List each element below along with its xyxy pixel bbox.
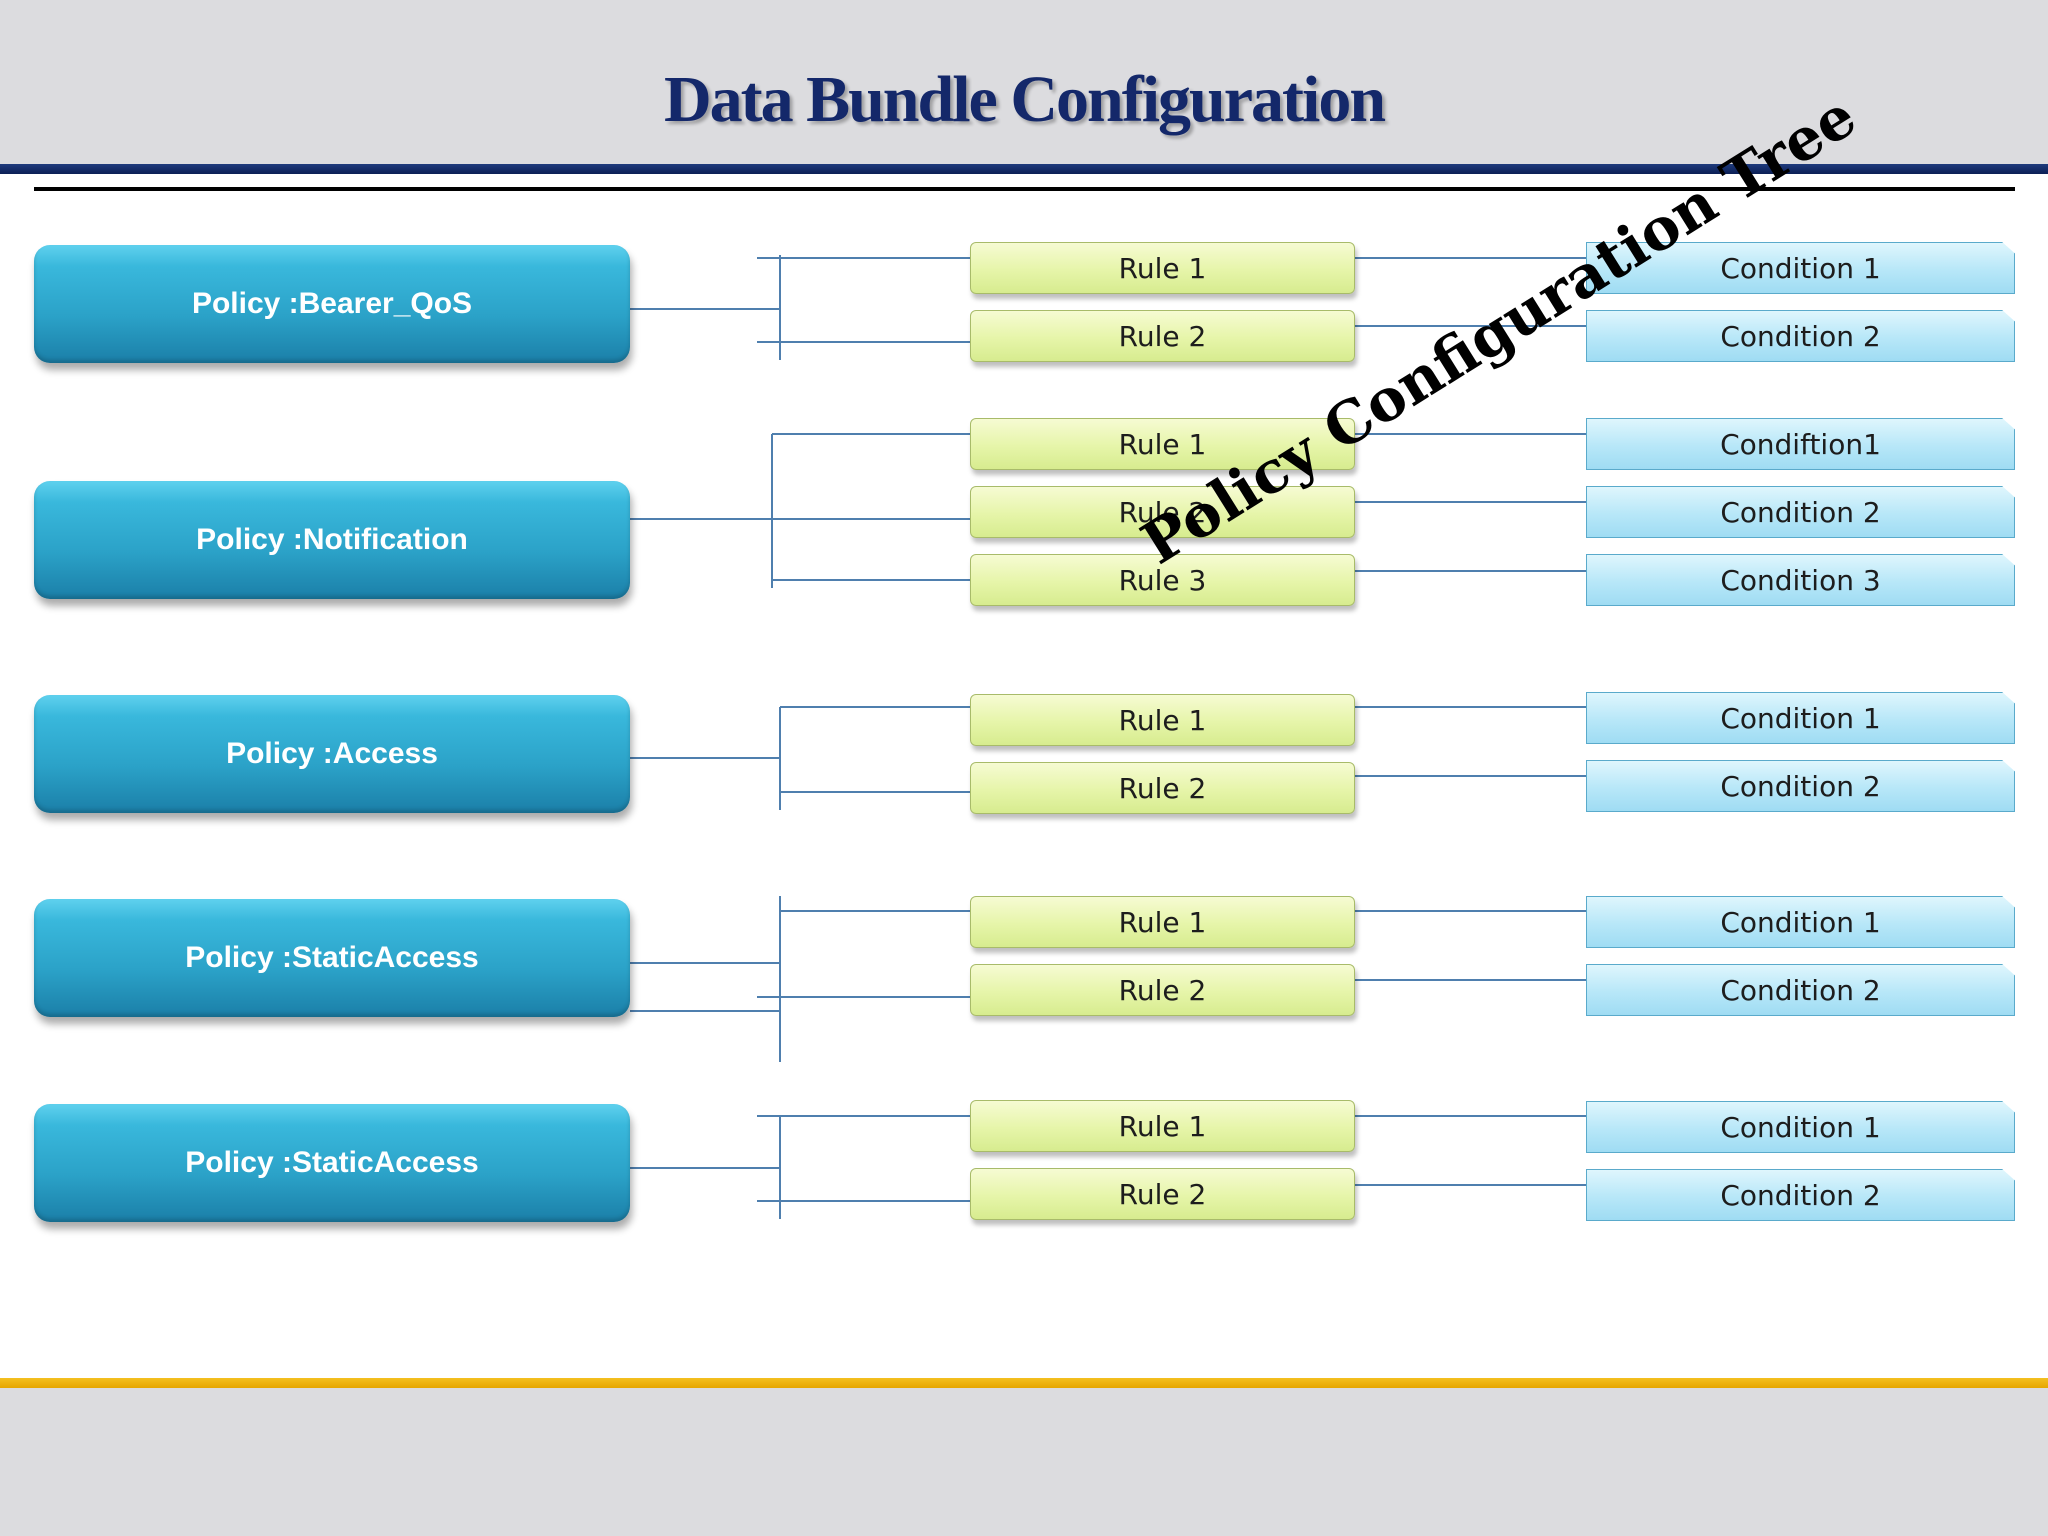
condition-box: Condiftion1 [1586,418,2015,470]
footer-band [0,1388,2048,1536]
rule-box: Rule 2 [970,964,1355,1016]
footer-divider [0,1378,2048,1388]
condition-box: Condition 2 [1586,310,2015,362]
condition-box: Condition 2 [1586,964,2015,1016]
condition-box: Condition 2 [1586,1169,2015,1221]
policy-box: Policy :Notification [34,481,630,599]
policy-box: Policy :Access [34,695,630,813]
header-band [0,0,2048,170]
condition-box: Condition 1 [1586,242,2015,294]
rule-box: Rule 2 [970,762,1355,814]
condition-box: Condition 1 [1586,1101,2015,1153]
condition-box: Condition 1 [1586,692,2015,744]
rule-box: Rule 1 [970,242,1355,294]
header-divider [0,164,2048,174]
condition-box: Condition 2 [1586,486,2015,538]
rule-box: Rule 3 [970,554,1355,606]
condition-box: Condition 2 [1586,760,2015,812]
rule-box: Rule 2 [970,310,1355,362]
policy-box: Policy :StaticAccess [34,899,630,1017]
rule-box: Rule 2 [970,1168,1355,1220]
page-title: Data Bundle Configuration [663,63,1386,136]
title-underline [34,187,2015,191]
rule-box: Rule 1 [970,418,1355,470]
condition-box: Condition 1 [1586,896,2015,948]
rule-box: Rule 1 [970,896,1355,948]
rule-box: Rule 1 [970,694,1355,746]
rule-box: Rule 1 [970,1100,1355,1152]
policy-box: Policy :Bearer_QoS [34,245,630,363]
condition-box: Condition 3 [1586,554,2015,606]
policy-box: Policy :StaticAccess [34,1104,630,1222]
rule-box: Rule 2 [970,486,1355,538]
